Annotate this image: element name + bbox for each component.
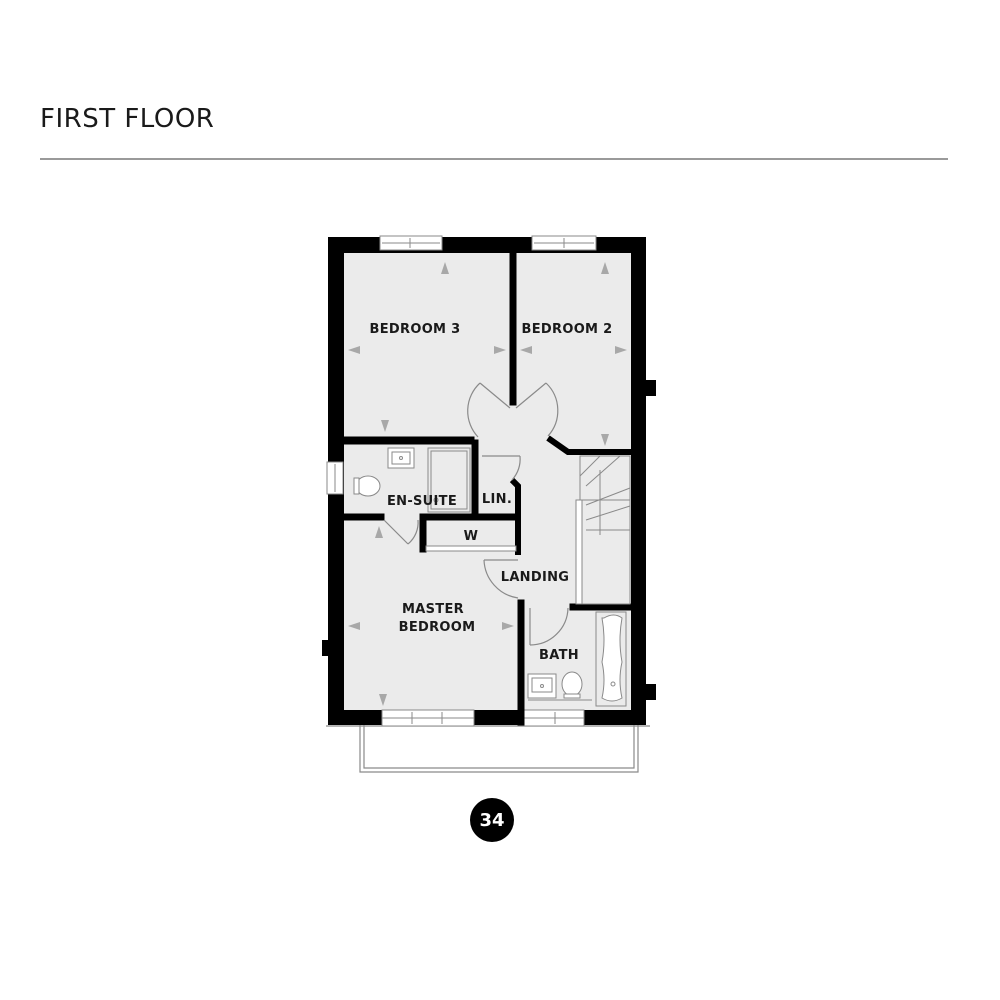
label-master-line1: MASTER	[402, 602, 464, 617]
label-master-line2: BEDROOM	[399, 620, 476, 635]
label-landing: LANDING	[501, 570, 570, 585]
window-bath	[521, 709, 585, 727]
window-bedroom-3	[379, 235, 443, 251]
label-bath: BATH	[539, 648, 579, 663]
window-master-bedroom	[381, 709, 475, 727]
label-en-suite: EN-SUITE	[387, 494, 457, 509]
en-suite-toilet	[355, 475, 381, 497]
fixtures	[353, 447, 627, 707]
door-swings	[383, 382, 569, 646]
internal-walls	[343, 252, 632, 726]
title-divider	[40, 158, 948, 160]
balcony	[326, 724, 650, 773]
label-bedroom-3: BEDROOM 3	[370, 322, 461, 337]
bath-toilet	[561, 671, 583, 697]
plot-number-badge: 34	[470, 798, 514, 842]
wardrobe-door	[425, 545, 517, 552]
window-en-suite	[326, 461, 344, 495]
label-wardrobe: W	[464, 529, 479, 544]
staircase	[575, 455, 631, 605]
label-linen: LIN.	[482, 492, 512, 507]
label-bedroom-2: BEDROOM 2	[522, 322, 613, 337]
window-bedroom-2	[531, 235, 597, 251]
floor-title: FIRST FLOOR	[40, 104, 215, 134]
dimension-arrows	[348, 262, 627, 706]
